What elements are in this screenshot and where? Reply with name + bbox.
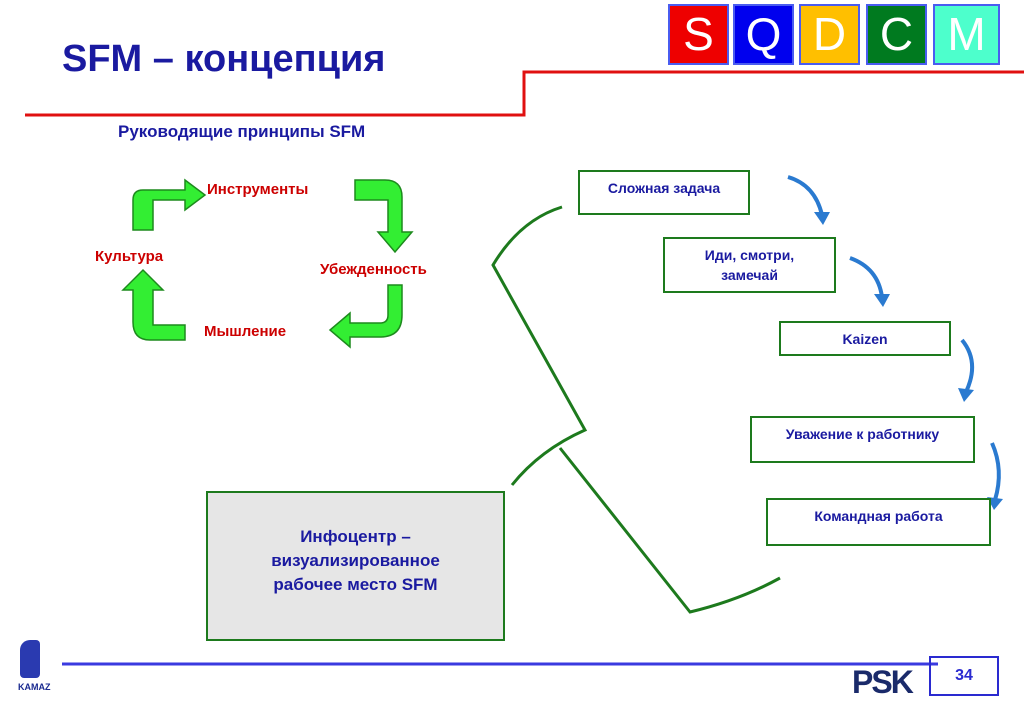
letter-d: D [799, 4, 860, 65]
cycle-right: Убежденность [320, 261, 427, 278]
page-number: 34 [929, 656, 999, 696]
arrow-bottom-left [121, 268, 186, 341]
arrow-top-left [132, 178, 207, 231]
letter-s: S [668, 4, 729, 65]
cycle-left: Культура [95, 248, 164, 265]
step-box: Командная работа [766, 498, 991, 546]
step-box: Иди, смотри, замечай [663, 237, 836, 293]
arrow-top-right [354, 179, 414, 254]
arrow-bottom-right [328, 284, 403, 349]
page-title: SFM – концепция [62, 38, 386, 80]
infocenter-box: Инфоцентр – визуализированное рабочее ме… [206, 491, 505, 641]
step-box: Kaizen [779, 321, 951, 356]
letter-q: Q [733, 4, 794, 65]
step-box: Уважение к работнику [750, 416, 975, 463]
subtitle: Руководящие принципы SFM [118, 122, 366, 141]
letter-c: C [866, 4, 927, 65]
psk-logo: PSK [852, 664, 914, 700]
bracket [491, 205, 781, 614]
flow-arrows [787, 175, 1001, 501]
cycle-arrows [121, 178, 414, 349]
infocenter-label: Инфоцентр – визуализированное рабочее ме… [271, 527, 440, 594]
letter-m: M [933, 4, 1000, 65]
step-label: Иди, смотри, замечай [704, 247, 795, 283]
kamaz-logo-text: KAMAZ [18, 682, 51, 692]
kamaz-logo-icon [20, 640, 40, 678]
step-box: Сложная задача [578, 170, 750, 215]
header-red-line [25, 70, 1024, 117]
cycle-top: Инструменты [207, 181, 309, 198]
cycle-bottom: Мышление [204, 323, 287, 340]
